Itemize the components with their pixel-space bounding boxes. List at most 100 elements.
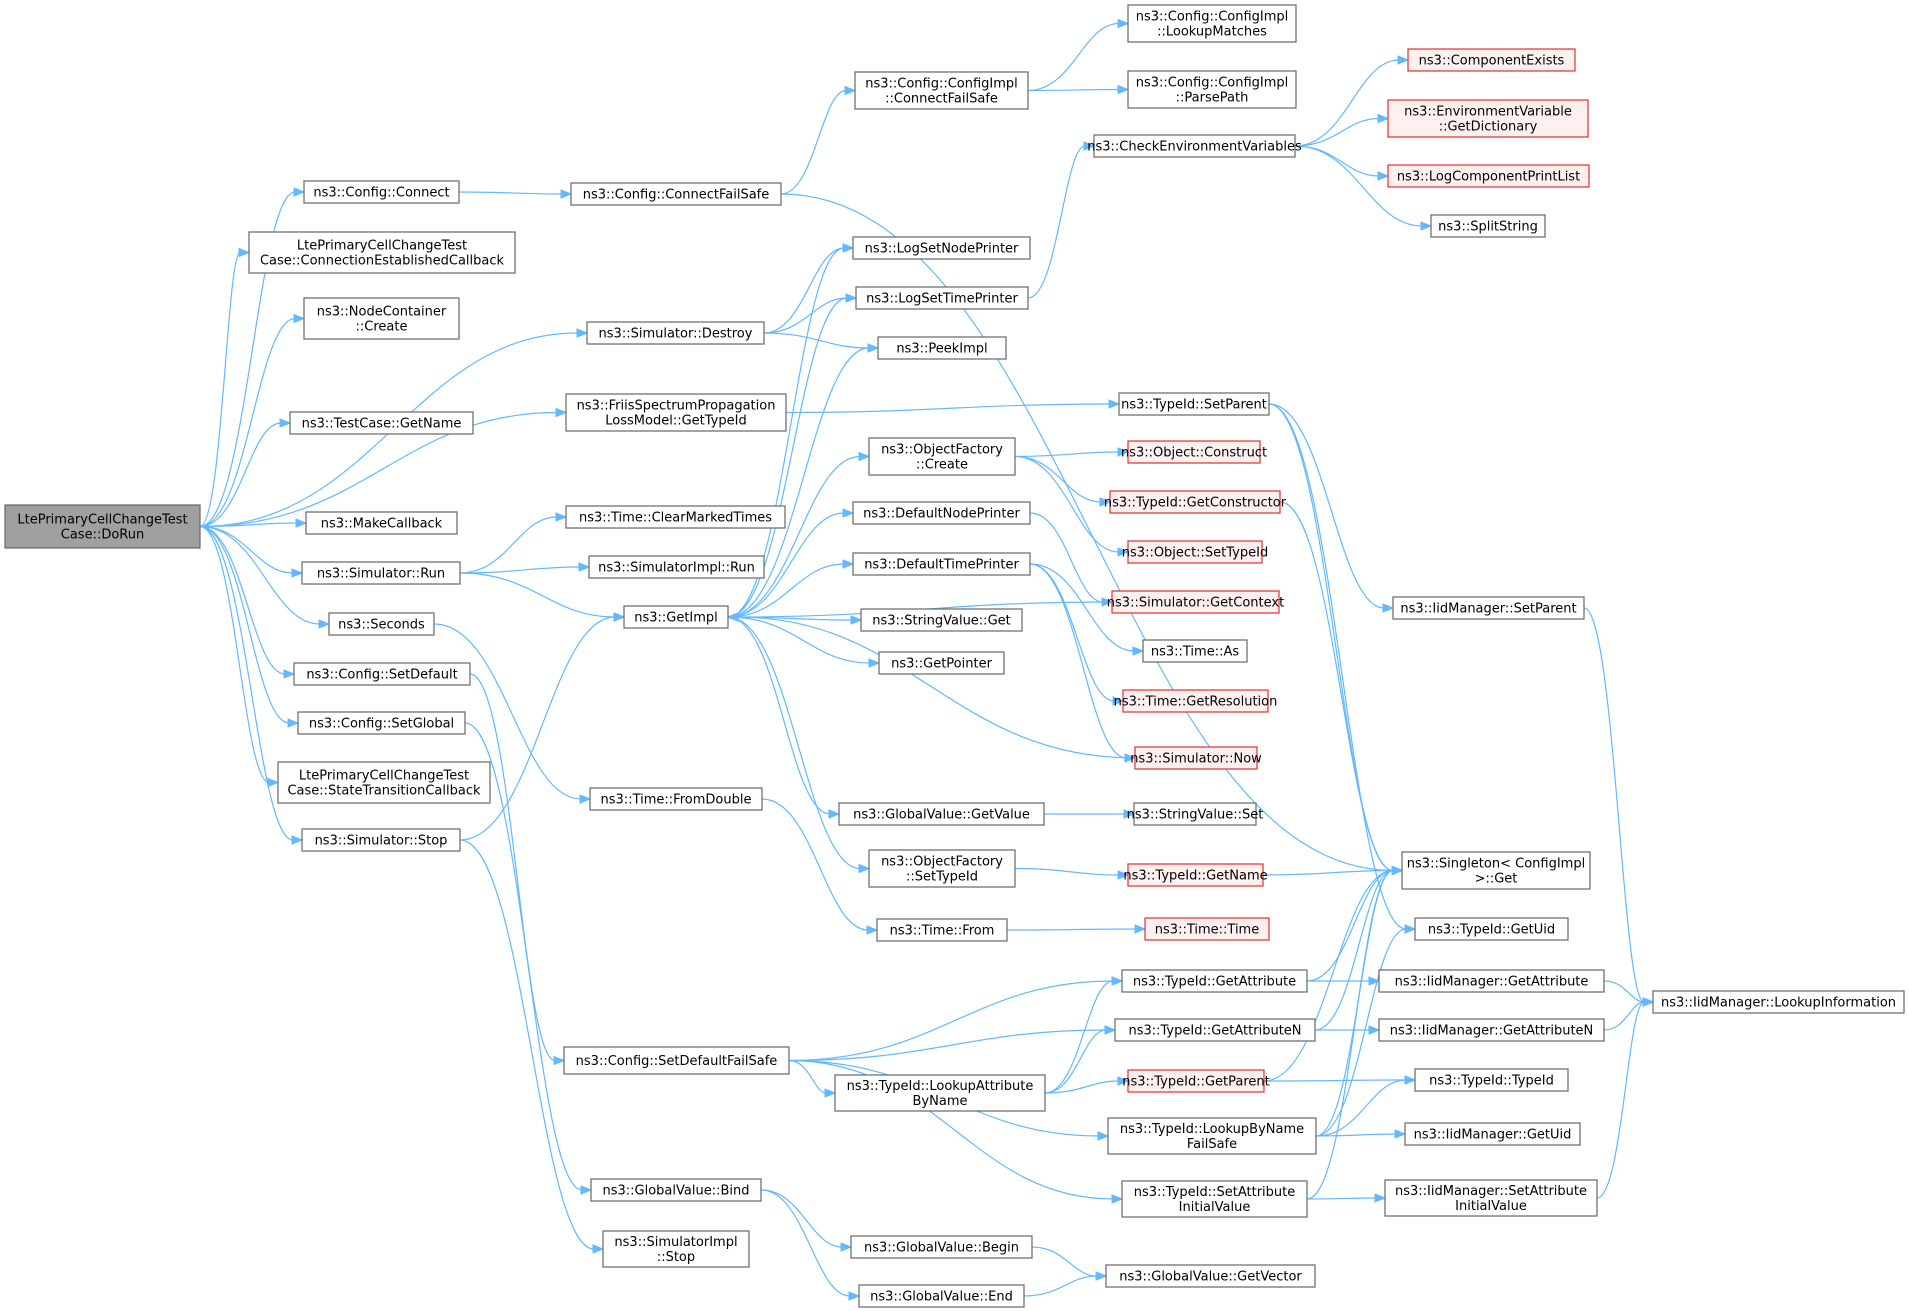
node-singleton-get[interactable]: ns3::Singleton< ConfigImpl>::Get [1401, 851, 1591, 890]
node-label-line: ns3::TypeId::GetAttribute [1133, 975, 1296, 990]
node-gv-begin[interactable]: ns3::GlobalValue::Begin [850, 1235, 1033, 1259]
node-label-line: ns3::IidManager::GetAttribute [1395, 975, 1589, 990]
node-log-set-time[interactable]: ns3::LogSetTimePrinter [855, 286, 1029, 310]
node-iid-get-attr-n[interactable]: ns3::IidManager::GetAttributeN [1378, 1018, 1605, 1042]
node-time-as[interactable]: ns3::Time::As [1142, 639, 1248, 663]
edge-root-to-makeCb [199, 518, 308, 528]
node-sim-stop[interactable]: ns3::Simulator::Stop [301, 828, 461, 852]
node-label-line: ::Stop [657, 1250, 695, 1265]
node-sv-get[interactable]: ns3::StringValue::Get [860, 608, 1023, 632]
node-sv-set[interactable]: ns3::StringValue::Set [1127, 802, 1264, 826]
node-log-set-node[interactable]: ns3::LogSetNodePrinter [852, 236, 1031, 260]
node-tid-set-parent[interactable]: ns3::TypeId::SetParent [1118, 392, 1270, 416]
edge-tidGetAttr-to-iidGetAttr [1307, 976, 1381, 986]
nodes-layer: LtePrimaryCellChangeTestCase::DoRunns3::… [4, 4, 1905, 1308]
node-cfg-set-global[interactable]: ns3::Config::SetGlobal [297, 711, 466, 735]
node-log-comp-print[interactable]: ns3::LogComponentPrintList [1387, 164, 1590, 188]
node-label-line: ns3::ObjectFactory [881, 855, 1003, 870]
node-label-line: ::ConnectFailSafe [885, 92, 998, 107]
node-peek-impl[interactable]: ns3::PeekImpl [877, 336, 1007, 360]
node-tid-type-id[interactable]: ns3::TypeId::TypeId [1414, 1068, 1569, 1092]
node-sim-destroy[interactable]: ns3::Simulator::Destroy [586, 321, 765, 345]
node-label-line: ns3::Time::FromDouble [601, 793, 752, 808]
node-sim-impl-run[interactable]: ns3::SimulatorImpl::Run [588, 555, 765, 579]
node-iid-set-parent[interactable]: ns3::IidManager::SetParent [1392, 596, 1585, 620]
node-get-pointer[interactable]: ns3::GetPointer [878, 651, 1005, 675]
node-gv-bind[interactable]: ns3::GlobalValue::Bind [590, 1178, 762, 1202]
node-time-get-res[interactable]: ns3::Time::GetResolution [1114, 689, 1278, 713]
node-env-get-dict[interactable]: ns3::EnvironmentVariable::GetDictionary [1387, 99, 1589, 138]
node-iid-set-attr-init[interactable]: ns3::IidManager::SetAttributeInitialValu… [1384, 1179, 1598, 1217]
node-label-line: ns3::IidManager::SetParent [1400, 602, 1576, 617]
node-lookup-matches[interactable]: ns3::Config::ConfigImpl::LookupMatches [1127, 4, 1297, 43]
node-label-line: LtePrimaryCellChangeTest [17, 513, 187, 528]
node-cfg-connect[interactable]: ns3::Config::Connect [303, 180, 460, 204]
node-label-line: ::LookupMatches [1157, 25, 1267, 40]
node-sim-impl-stop[interactable]: ns3::SimulatorImpl::Stop [602, 1230, 750, 1268]
node-tid-get-parent[interactable]: ns3::TypeId::GetParent [1122, 1069, 1270, 1093]
node-obj-construct[interactable]: ns3::Object::Construct [1121, 440, 1267, 464]
node-label-line: ns3::Time::ClearMarkedTimes [579, 511, 772, 526]
node-check-env[interactable]: ns3::CheckEnvironmentVariables [1087, 134, 1302, 158]
node-parse-path[interactable]: ns3::Config::ConfigImpl::ParsePath [1127, 70, 1297, 109]
node-cfg-set-def-fs[interactable]: ns3::Config::SetDefaultFailSafe [563, 1046, 790, 1075]
node-from-double[interactable]: ns3::Time::FromDouble [589, 787, 763, 811]
node-sim-run[interactable]: ns3::Simulator::Run [301, 561, 461, 585]
node-cfg-impl-conn-fs[interactable]: ns3::Config::ConfigImpl::ConnectFailSafe [854, 71, 1029, 110]
node-label-line: ns3::Config::SetDefault [306, 668, 457, 683]
edge-ofCreate-to-tidGetCtor [1014, 455, 1112, 507]
node-tid-get-uid[interactable]: ns3::TypeId::GetUid [1414, 917, 1569, 941]
node-label-line: ::SetTypeId [906, 870, 978, 885]
node-obj-set-tid[interactable]: ns3::Object::SetTypeId [1122, 540, 1268, 564]
node-tc-get-name[interactable]: ns3::TestCase::GetName [289, 411, 474, 435]
node-split-string[interactable]: ns3::SplitString [1430, 214, 1546, 238]
node-def-node-pr[interactable]: ns3::DefaultNodePrinter [852, 501, 1031, 525]
node-label-line: ns3::StringValue::Set [1127, 808, 1264, 823]
node-cfg-set-default[interactable]: ns3::Config::SetDefault [293, 662, 471, 686]
node-tid-get-ctor[interactable]: ns3::TypeId::GetConstructor [1104, 490, 1287, 514]
node-def-time-pr[interactable]: ns3::DefaultTimePrinter [852, 552, 1031, 576]
node-label-line: ns3::GlobalValue::End [870, 1290, 1013, 1305]
edge-tidSetAttrInit-to-iidSetAttrInit [1306, 1193, 1387, 1203]
node-make-cb[interactable]: ns3::MakeCallback [305, 511, 458, 535]
edge-cfgSetDefFS-to-tidGetAttrN [788, 1025, 1117, 1062]
node-comp-exists[interactable]: ns3::ComponentExists [1407, 48, 1576, 72]
edge-checkEnv-to-logCompPrint [1294, 145, 1390, 181]
node-conn-est[interactable]: LtePrimaryCellChangeTestCase::Connection… [248, 231, 516, 274]
edge-tidSetAttrInit-to-singletonGet [1306, 865, 1404, 1200]
node-time-time[interactable]: ns3::Time::Time [1144, 917, 1270, 941]
node-tid-get-attr-n[interactable]: ns3::TypeId::GetAttributeN [1114, 1018, 1316, 1042]
node-get-impl[interactable]: ns3::GetImpl [623, 605, 729, 629]
node-label-line: ns3::TypeId::TypeId [1429, 1074, 1554, 1089]
node-of-create[interactable]: ns3::ObjectFactory::Create [868, 437, 1016, 476]
node-of-set-type-id[interactable]: ns3::ObjectFactory::SetTypeId [868, 849, 1016, 888]
node-state-trans[interactable]: LtePrimaryCellChangeTestCase::StateTrans… [277, 761, 491, 804]
edge-simNow-to-getImpl [726, 612, 1136, 759]
edge-ofCreate-to-objConstruct [1014, 447, 1130, 458]
node-cfg-connect-fs[interactable]: ns3::Config::ConnectFailSafe [570, 182, 782, 206]
node-friis[interactable]: ns3::FriisSpectrumPropagationLossModel::… [565, 393, 787, 432]
node-iid-get-attr[interactable]: ns3::IidManager::GetAttribute [1378, 969, 1605, 993]
edge-gvBind-to-gvEnd [760, 1189, 861, 1301]
node-seconds[interactable]: ns3::Seconds [328, 612, 435, 636]
node-label-line: ns3::TypeId::GetConstructor [1104, 496, 1287, 511]
node-tid-get-attr[interactable]: ns3::TypeId::GetAttribute [1121, 969, 1308, 993]
node-label-line: ns3::IidManager::LookupInformation [1661, 996, 1896, 1011]
node-tid-get-name[interactable]: ns3::TypeId::GetName [1123, 863, 1268, 887]
node-clear-marked[interactable]: ns3::Time::ClearMarkedTimes [565, 505, 786, 529]
node-iid-lookup-info[interactable]: ns3::IidManager::LookupInformation [1652, 990, 1905, 1014]
node-label-line: ByName [913, 1094, 968, 1109]
node-sim-now[interactable]: ns3::Simulator::Now [1130, 746, 1262, 770]
edge-defTimePr-to-timeGetRes [1029, 563, 1125, 706]
node-gv-get-value[interactable]: ns3::GlobalValue::GetValue [838, 802, 1045, 826]
node-sim-get-ctx[interactable]: ns3::Simulator::GetContext [1107, 590, 1284, 614]
node-gv-get-vector[interactable]: ns3::GlobalValue::GetVector [1105, 1264, 1316, 1288]
node-nc-create[interactable]: ns3::NodeContainer::Create [303, 297, 460, 340]
node-time-from[interactable]: ns3::Time::From [876, 918, 1008, 942]
node-gv-end[interactable]: ns3::GlobalValue::End [858, 1284, 1025, 1308]
node-iid-get-uid[interactable]: ns3::IidManager::GetUid [1404, 1122, 1581, 1146]
